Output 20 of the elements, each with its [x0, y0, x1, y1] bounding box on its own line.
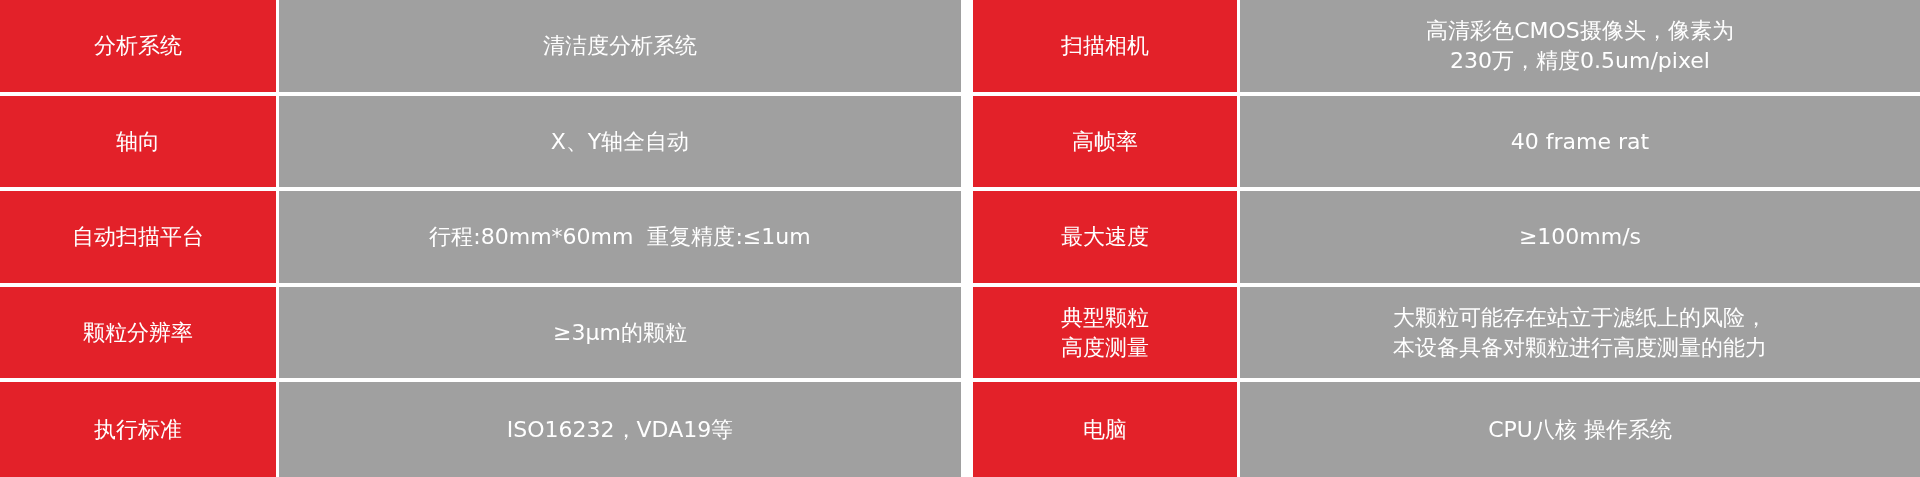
spec-name-cell: 高帧率 [973, 96, 1237, 187]
spec-name-cell: 分析系统 [0, 0, 276, 92]
spec-value-cell: 高清彩色CMOS摄像头，像素为230万，精度0.5um/pixel [1240, 0, 1920, 92]
spec-value-cell: 大颗粒可能存在站立于滤纸上的风险，本设备具备对颗粒进行高度测量的能力 [1240, 287, 1920, 378]
spec-value-cell: 40 frame rat [1240, 96, 1920, 187]
spec-name-cell: 最大速度 [973, 191, 1237, 283]
spec-value-cell: ≥100mm/s [1240, 191, 1920, 283]
spec-name-cell: 颗粒分辨率 [0, 287, 276, 378]
spec-name-cell: 电脑 [973, 382, 1237, 477]
spec-name-cell: 扫描相机 [973, 0, 1237, 92]
spec-name-cell: 执行标准 [0, 382, 276, 477]
spec-value-cell: ISO16232，VDA19等 [279, 382, 961, 477]
spec-name-cell: 典型颗粒高度测量 [973, 287, 1237, 378]
spec-name-cell: 自动扫描平台 [0, 191, 276, 283]
spec-name-cell: 轴向 [0, 96, 276, 187]
spec-value-cell: ≥3μm的颗粒 [279, 287, 961, 378]
spec-value-cell: 清洁度分析系统 [279, 0, 961, 92]
spec-value-cell: X、Y轴全自动 [279, 96, 961, 187]
spec-value-cell: CPU八核 操作系统 [1240, 382, 1920, 477]
spec-value-cell: 行程:80mm*60mm 重复精度:≤1um [279, 191, 961, 283]
